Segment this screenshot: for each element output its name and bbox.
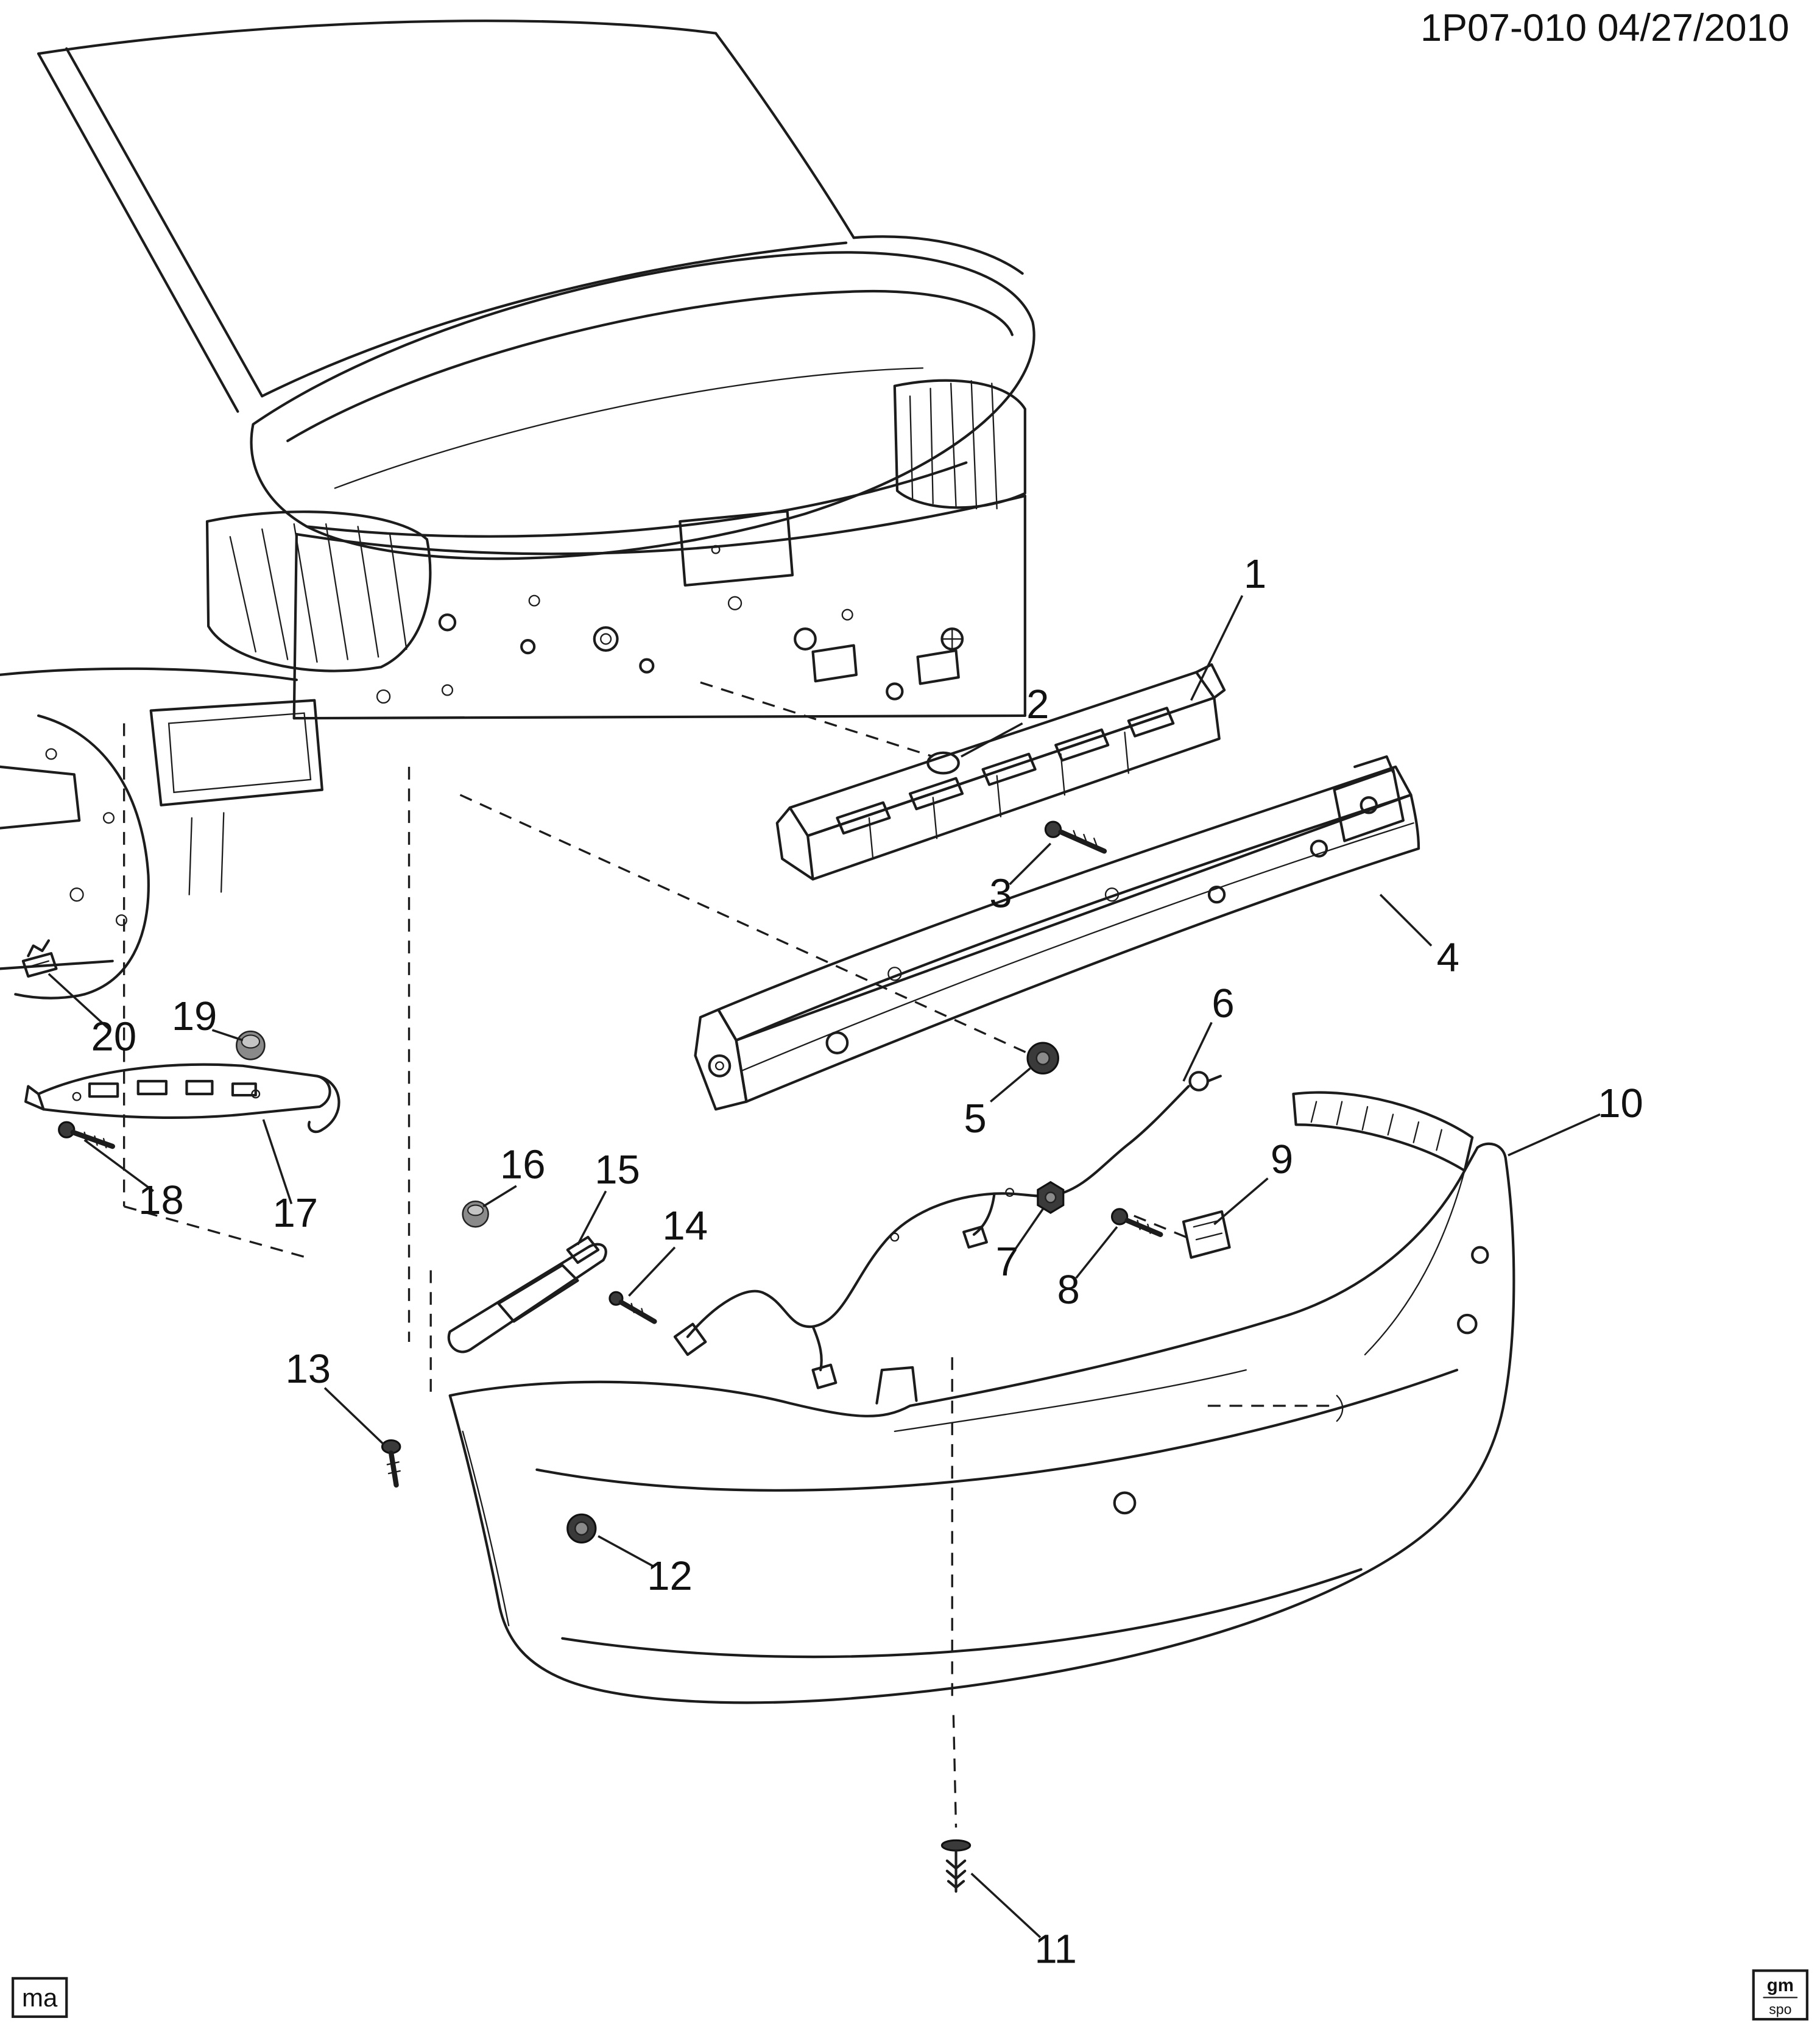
part-5-grommet bbox=[1026, 1042, 1059, 1074]
callout-6: 6 bbox=[1212, 981, 1234, 1026]
part-18-screw bbox=[58, 1121, 115, 1149]
part-19-grommet bbox=[236, 1030, 266, 1060]
part-10-bumper-cover bbox=[448, 1091, 1515, 1704]
part-6-wiring-harness bbox=[673, 1071, 1222, 1389]
callout-7: 7 bbox=[996, 1239, 1018, 1285]
callout-5: 5 bbox=[964, 1096, 986, 1141]
part-16-grommet bbox=[462, 1200, 489, 1228]
callout-2: 2 bbox=[1026, 682, 1049, 727]
callout-leader-lines bbox=[48, 594, 1601, 1939]
drawing-number-title: 1P07-010 04/27/2010 bbox=[1420, 7, 1789, 49]
callout-17: 17 bbox=[272, 1190, 318, 1236]
callout-20: 20 bbox=[91, 1014, 137, 1060]
callout-18: 18 bbox=[138, 1177, 184, 1223]
callout-14: 14 bbox=[662, 1203, 708, 1249]
part-1-energy-absorber bbox=[775, 663, 1226, 881]
part-11-push-pin bbox=[940, 1839, 972, 1893]
callout-10: 10 bbox=[1598, 1081, 1643, 1126]
part-20-clip bbox=[21, 939, 58, 978]
footer-right-label-bottom: spo bbox=[1769, 2002, 1791, 2017]
part-17-bracket bbox=[24, 1063, 340, 1134]
footer-left-mark: ma bbox=[12, 1977, 68, 2018]
callout-9: 9 bbox=[1271, 1137, 1293, 1182]
part-12-grommet bbox=[566, 1513, 597, 1543]
part-9-clip bbox=[1182, 1210, 1231, 1259]
callout-11: 11 bbox=[1034, 1927, 1077, 1972]
footer-right-label-top: gm bbox=[1767, 1975, 1794, 1995]
part-13-screw bbox=[381, 1439, 401, 1488]
callout-16: 16 bbox=[500, 1141, 546, 1187]
part-7-nut bbox=[1037, 1180, 1065, 1214]
part-2-washer bbox=[926, 751, 960, 775]
callout-13: 13 bbox=[285, 1346, 331, 1392]
callout-4: 4 bbox=[1437, 935, 1459, 981]
callout-8: 8 bbox=[1057, 1267, 1079, 1313]
part-3-bolt bbox=[1044, 820, 1107, 854]
footer-left-label: ma bbox=[22, 1983, 58, 2012]
callout-19: 19 bbox=[172, 993, 217, 1039]
callout-15: 15 bbox=[594, 1147, 640, 1193]
vehicle-body-drawing bbox=[0, 19, 1035, 1000]
part-15-bracket bbox=[447, 1235, 607, 1353]
callout-12: 12 bbox=[647, 1553, 693, 1599]
callout-1: 1 bbox=[1244, 551, 1266, 597]
callout-3: 3 bbox=[989, 871, 1012, 917]
footer-right-mark: gm spo bbox=[1752, 1969, 1808, 2021]
part-14-screw bbox=[608, 1291, 657, 1324]
callout-labels: 1 2 3 4 5 6 7 8 9 10 11 12 13 14 15 16 1… bbox=[91, 551, 1643, 1972]
part-4-impact-bar bbox=[694, 755, 1420, 1111]
part-8-bolt bbox=[1110, 1208, 1163, 1237]
